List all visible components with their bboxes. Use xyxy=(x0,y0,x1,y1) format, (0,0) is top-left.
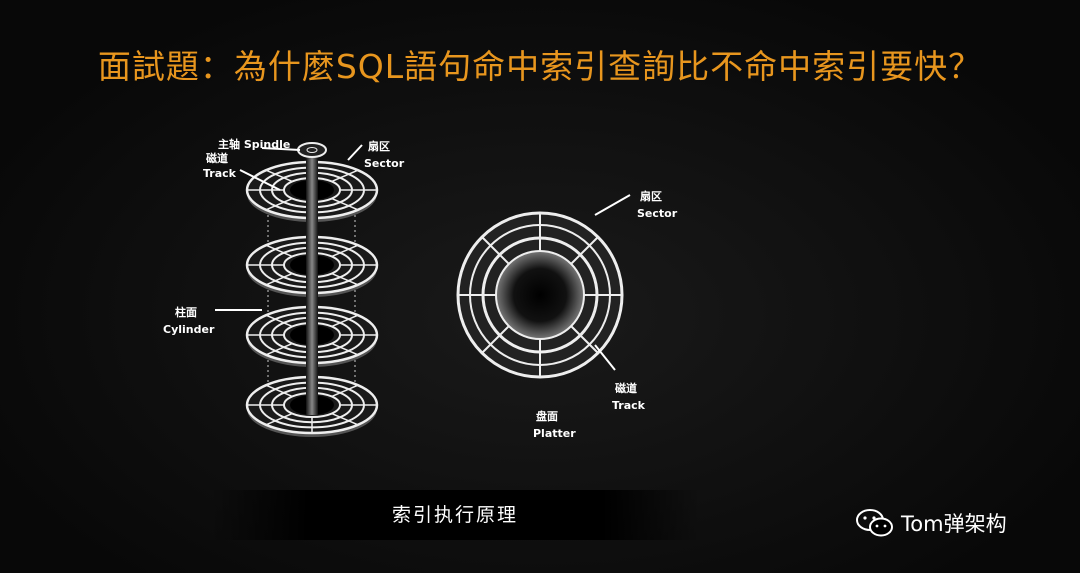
watermark: Tom弹架构 xyxy=(855,508,1007,538)
track-label-cn: 磁道 xyxy=(206,152,228,165)
spindle-label: 主轴 Spindle xyxy=(218,138,291,151)
platter-diagram xyxy=(456,211,624,379)
cylinder-label-cn: 柱面 xyxy=(175,306,197,319)
platter-sector-label-en: Sector xyxy=(637,207,678,220)
sector-label-en: Sector xyxy=(364,157,405,170)
caption: 索引执行原理 xyxy=(210,490,700,540)
page-title: 面試題：為什麼SQL語句命中索引查詢比不命中索引要快？ xyxy=(97,47,983,86)
spindle xyxy=(306,150,318,415)
platter-sector-label-cn: 扇区 xyxy=(640,190,662,203)
platter-track-label-en: Track xyxy=(612,399,645,412)
sector-label-cn: 扇区 xyxy=(368,140,390,153)
wechat-icon xyxy=(856,509,893,537)
track-label-en: Track xyxy=(203,167,236,180)
platter-label-cn: 盘面 xyxy=(536,410,558,423)
cylinder-label-en: Cylinder xyxy=(163,323,215,336)
platter-track-label-cn: 磁道 xyxy=(615,382,637,395)
watermark-text: Tom弹架构 xyxy=(901,512,1007,536)
platter-label-en: Platter xyxy=(533,427,576,440)
